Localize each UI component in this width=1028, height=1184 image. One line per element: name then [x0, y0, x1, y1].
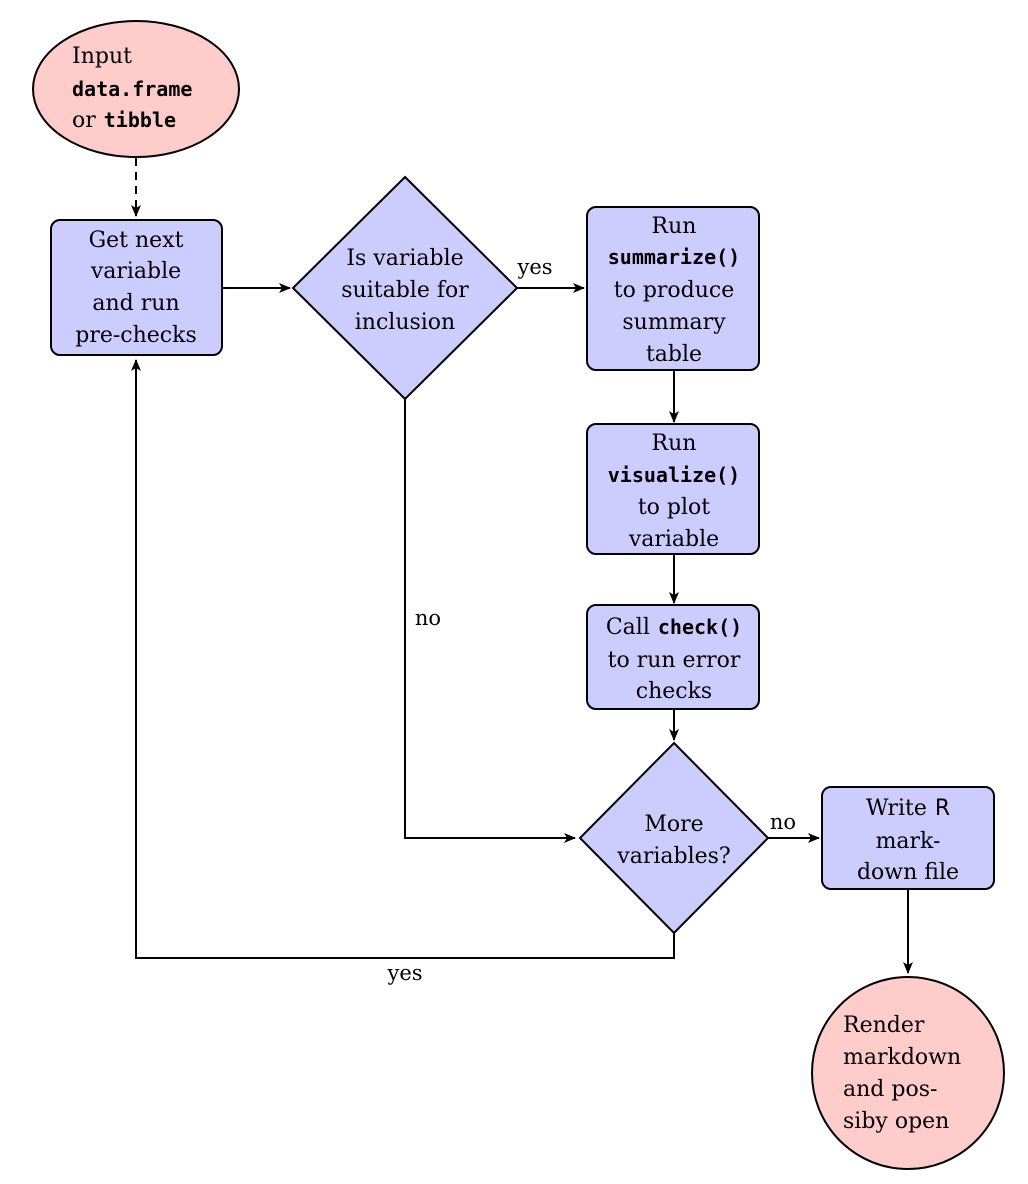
edge-label-more-no: no — [770, 810, 796, 834]
visualize-node: Run visualize() to plot variable — [586, 423, 760, 555]
summarize-line: to produce — [614, 278, 735, 303]
visualize-line: to plot — [638, 495, 710, 520]
render-line: siby open — [843, 1109, 949, 1134]
get-next-line: pre-checks — [75, 323, 197, 348]
is-suitable-shape — [291, 175, 519, 401]
edges — [131, 158, 913, 974]
summarize-node: Run summarize() to produce summary table — [586, 206, 760, 371]
edge-label-suitable-yes: yes — [516, 255, 552, 279]
get-next-variable-node: Get next variable and run pre-checks — [50, 219, 223, 356]
more-variables-decision-node: More variables? — [578, 741, 770, 935]
summarize-code: summarize() — [608, 245, 740, 269]
render-shape — [811, 976, 1005, 1170]
is-suitable-decision-node: Is variable suitable for inclusion — [291, 175, 519, 401]
more-variables-line: More — [644, 812, 703, 837]
get-next-line: variable — [90, 259, 181, 284]
check-shape — [586, 604, 760, 710]
render-line: and pos- — [843, 1077, 937, 1102]
edge-more-yes-to-get-next — [131, 359, 675, 959]
render-node: Render markdown and pos- siby open — [811, 976, 1005, 1170]
render-line: Render — [843, 1013, 925, 1038]
write-rmarkdown-shape — [821, 786, 995, 890]
check-line: checks — [636, 679, 712, 704]
visualize-run-label: Run — [652, 431, 697, 456]
more-variables-line: variables? — [616, 844, 730, 869]
summarize-run-label: Run — [652, 214, 697, 239]
visualize-code: visualize() — [608, 463, 740, 487]
edge-suitable-no-to-more — [404, 399, 576, 843]
visualize-line: variable — [628, 527, 719, 552]
write-rmarkdown-line: mark- — [876, 829, 941, 854]
get-next-line: Get next — [89, 228, 184, 253]
is-suitable-line: Is variable — [346, 246, 463, 271]
edge-label-more-yes: yes — [386, 961, 422, 985]
get-next-line: and run — [92, 291, 179, 316]
more-variables-shape — [578, 741, 770, 935]
summarize-shape — [586, 206, 760, 371]
render-line: markdown — [843, 1045, 961, 1070]
visualize-shape — [586, 423, 760, 555]
write-rmarkdown-line: down file — [857, 860, 959, 885]
is-suitable-line: inclusion — [355, 310, 455, 335]
input-node-label: Input — [72, 44, 132, 69]
edge-label-suitable-no: no — [415, 606, 441, 630]
summarize-line: summary — [622, 310, 726, 335]
is-suitable-line: suitable for — [341, 278, 469, 303]
summarize-line: table — [646, 342, 702, 367]
check-line: to run error — [608, 648, 741, 673]
input-node-code-dataframe: data.frame — [72, 77, 192, 101]
get-next-variable-shape — [50, 219, 223, 356]
input-node-shape — [32, 20, 240, 158]
